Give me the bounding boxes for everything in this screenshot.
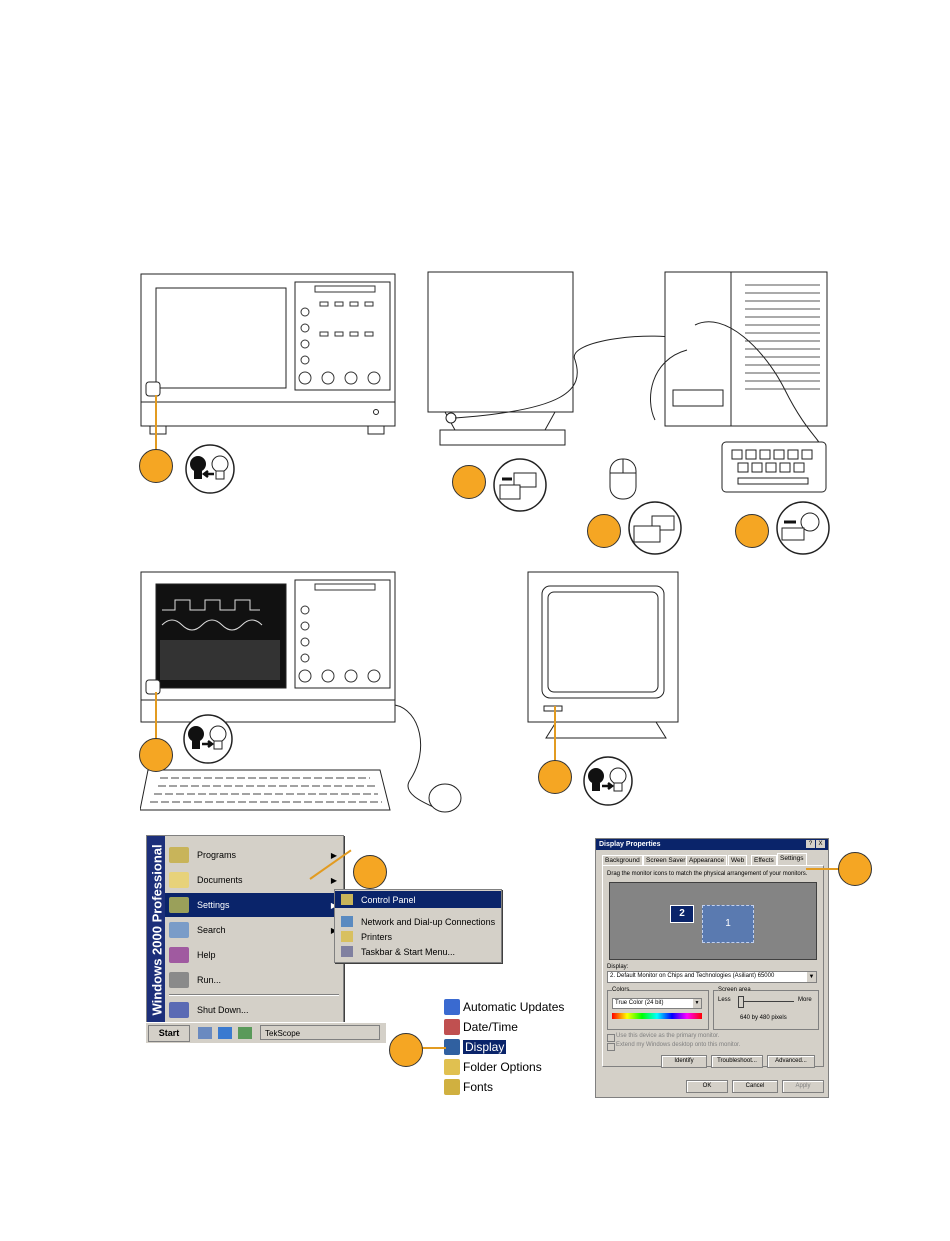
cancel-button[interactable]: Cancel bbox=[732, 1080, 778, 1093]
fonts-icon bbox=[444, 1079, 460, 1095]
menu-item-programs[interactable]: Programs▶ bbox=[165, 843, 343, 867]
monitor-connector-icon bbox=[488, 457, 552, 513]
taskbar: Start TekScope bbox=[146, 1022, 386, 1043]
automatic-updates-icon bbox=[444, 999, 460, 1015]
colors-group: Colors True Color (24 bit) ▼ bbox=[607, 990, 709, 1030]
menu-item-run[interactable]: Run... bbox=[165, 968, 343, 992]
menu-divider bbox=[169, 994, 339, 996]
monitor-front-illustration bbox=[526, 570, 686, 752]
quick-launch-icons[interactable] bbox=[198, 1027, 252, 1039]
submenu-item-control-panel[interactable]: Control Panel bbox=[335, 891, 501, 908]
menu-item-settings[interactable]: Settings▶ bbox=[165, 893, 343, 917]
settings-icon bbox=[169, 897, 189, 913]
display-select[interactable]: 2. Default Monitor on Chips and Technolo… bbox=[607, 971, 817, 983]
step-callout-settings bbox=[353, 855, 387, 889]
start-button[interactable]: Start bbox=[148, 1025, 190, 1042]
step-callout-power-on-scope bbox=[139, 449, 173, 483]
monitor-arrangement-area: 2 1 bbox=[609, 882, 817, 960]
monitor-1-icon[interactable]: 1 bbox=[702, 905, 754, 943]
mouse-connector-icon bbox=[624, 500, 686, 556]
bulb-off-to-on-icon bbox=[178, 444, 242, 494]
menu-item-shut-down[interactable]: Shut Down... bbox=[165, 998, 343, 1022]
shut-down-icon bbox=[169, 1002, 189, 1018]
printers-icon bbox=[341, 931, 353, 942]
menu-item-help[interactable]: Help bbox=[165, 943, 343, 967]
monitor-back-illustration bbox=[425, 270, 845, 450]
display-label: Display: bbox=[607, 964, 628, 970]
primary-monitor-checkbox[interactable] bbox=[607, 1034, 615, 1042]
taskbar-item-tekscope[interactable]: TekScope bbox=[260, 1025, 380, 1040]
taskbar-icon bbox=[341, 946, 353, 957]
step-callout-connect-keyboard bbox=[735, 514, 769, 548]
extend-desktop-label: Extend my Windows desktop onto this moni… bbox=[616, 1042, 740, 1048]
settings-panel: Drag the monitor icons to match the phys… bbox=[602, 865, 824, 1067]
menu-item-documents[interactable]: Documents▶ bbox=[165, 868, 343, 892]
cp-item-fonts[interactable]: Fonts bbox=[444, 1077, 493, 1096]
step-callout-display bbox=[389, 1033, 423, 1067]
advanced-button[interactable]: Advanced... bbox=[767, 1055, 815, 1068]
start-menu-banner: Windows 2000 Professional bbox=[147, 836, 165, 1024]
primary-monitor-label: Use this device as the primary monitor. bbox=[616, 1033, 719, 1039]
run-icon bbox=[169, 972, 189, 988]
submenu-item-taskbar[interactable]: Taskbar & Start Menu... bbox=[335, 943, 501, 960]
display-icon bbox=[444, 1039, 460, 1055]
identify-button[interactable]: Identify bbox=[661, 1055, 707, 1068]
ok-button[interactable]: OK bbox=[686, 1080, 728, 1093]
color-spectrum-bar bbox=[612, 1013, 702, 1019]
folder-options-icon bbox=[444, 1059, 460, 1075]
bulb-off-to-on-icon-2 bbox=[176, 714, 240, 764]
keyboard-connector-icon bbox=[772, 500, 834, 556]
bulb-off-to-on-icon-3 bbox=[576, 756, 640, 806]
colors-select[interactable]: True Color (24 bit) ▼ bbox=[612, 998, 702, 1009]
dialog-title: Display Properties bbox=[596, 839, 828, 850]
date-time-icon bbox=[444, 1019, 460, 1035]
display-properties-dialog: Display Properties ? X Background Screen… bbox=[595, 838, 829, 1098]
mouse-illustration bbox=[608, 455, 638, 503]
search-icon bbox=[169, 922, 189, 938]
cp-item-automatic-updates[interactable]: Automatic Updates bbox=[444, 997, 564, 1016]
settings-submenu: Control Panel Network and Dial-up Connec… bbox=[334, 889, 502, 963]
menu-item-search[interactable]: Search▶ bbox=[165, 918, 343, 942]
keyboard-illustration bbox=[720, 440, 830, 495]
oscilloscope-front-illustration bbox=[140, 272, 400, 437]
help-button[interactable]: ? bbox=[806, 840, 815, 848]
step-callout-connect-mouse bbox=[587, 514, 621, 548]
step-callout-power-on-monitor bbox=[538, 760, 572, 794]
help-icon bbox=[169, 947, 189, 963]
extend-desktop-checkbox[interactable] bbox=[607, 1043, 615, 1051]
slider-thumb[interactable] bbox=[738, 996, 744, 1008]
colors-chevron-down-icon: ▼ bbox=[693, 999, 701, 1008]
apply-button[interactable]: Apply bbox=[782, 1080, 824, 1093]
start-menu: Windows 2000 Professional Programs▶ Docu… bbox=[146, 835, 344, 1025]
troubleshoot-button[interactable]: Troubleshoot... bbox=[711, 1055, 763, 1068]
cp-item-display[interactable]: Display bbox=[444, 1037, 506, 1056]
screen-area-group: Screen area Less More 640 by 480 pixels bbox=[713, 990, 819, 1030]
documents-icon bbox=[169, 872, 189, 888]
step-callout-power-on-scope-2 bbox=[139, 738, 173, 772]
cp-item-folder-options[interactable]: Folder Options bbox=[444, 1057, 542, 1076]
programs-icon bbox=[169, 847, 189, 863]
cp-item-date-time[interactable]: Date/Time bbox=[444, 1017, 518, 1036]
control-panel-icon bbox=[341, 894, 353, 905]
monitor-2-icon[interactable]: 2 bbox=[670, 905, 694, 923]
instruction-text: Drag the monitor icons to match the phys… bbox=[607, 871, 807, 877]
chevron-down-icon: ▼ bbox=[807, 972, 816, 982]
step-callout-settings-tab bbox=[838, 852, 872, 886]
screen-area-slider[interactable] bbox=[738, 1001, 794, 1002]
network-icon bbox=[341, 916, 353, 927]
keyboard-and-mouse-illustration bbox=[140, 760, 470, 822]
step-callout-connect-monitor bbox=[452, 465, 486, 499]
close-button[interactable]: X bbox=[816, 840, 825, 848]
